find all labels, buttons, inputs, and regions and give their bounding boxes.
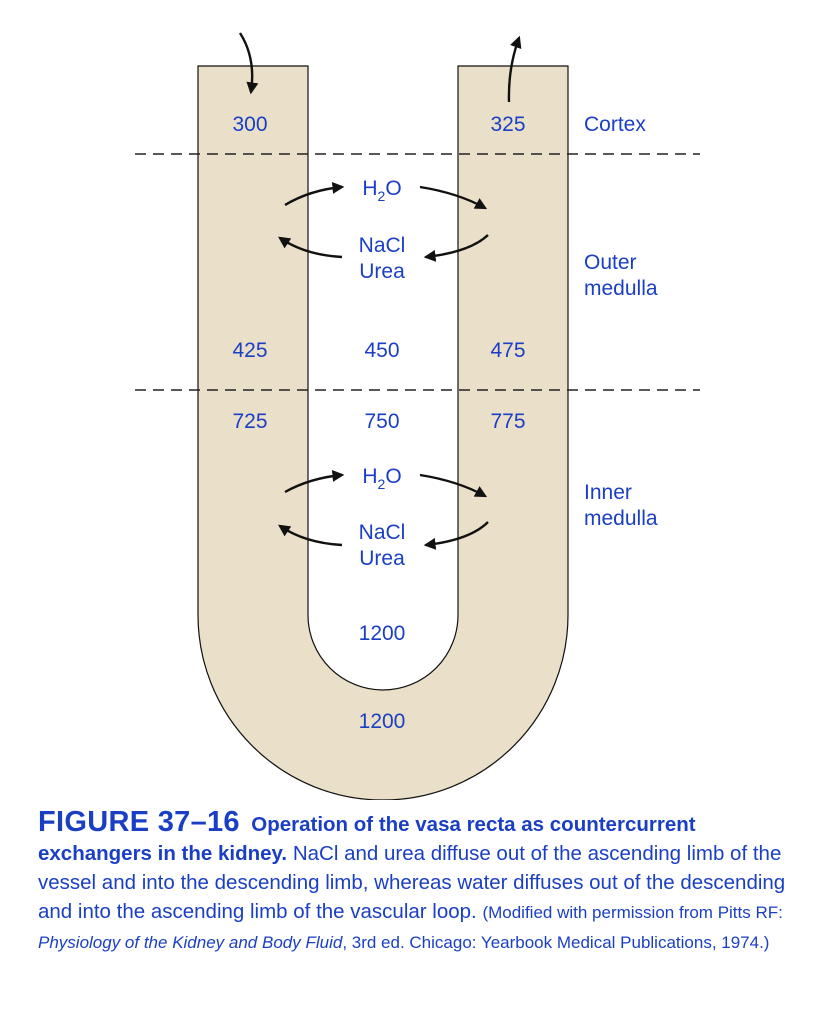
inner-nacl-label: NaCl: [359, 521, 406, 544]
inner-descending-value: 725: [232, 410, 267, 433]
outer-solute-arrow-in: [278, 236, 343, 259]
inner-water-arrow-in: [284, 469, 345, 494]
inner-urea-label: Urea: [359, 547, 405, 570]
credit-end: , 3rd ed. Chicago: Yearbook Medical Publ…: [342, 933, 770, 952]
inner-medulla-label-line2: medulla: [584, 507, 658, 530]
inner-ascending-value: 775: [490, 410, 525, 433]
inner-solute-arrow-out: [423, 521, 489, 550]
outer-water-arrow-out: [419, 185, 488, 210]
outer-medulla-label-line2: medulla: [584, 277, 658, 300]
credit-source-title: Physiology of the Kidney and Body Fluid: [38, 933, 343, 952]
outer-solute-arrow-out: [423, 234, 489, 262]
inner-water-arrow-out: [419, 473, 488, 498]
outer-descending-value: 425: [232, 339, 267, 362]
outer-nacl-label: NaCl: [359, 234, 406, 257]
figure-description: NaCl and urea diffuse out of the ascendi…: [38, 842, 786, 923]
vessel-bottom-value: 1200: [359, 710, 406, 733]
outflow-arrow: [507, 35, 522, 103]
lumen-bottom-value: 1200: [359, 622, 406, 645]
cortex-ascending-value: 325: [490, 113, 525, 136]
cortex-zone-label: Cortex: [584, 113, 646, 136]
inner-interstitium-value: 750: [364, 410, 399, 433]
outer-water-arrow-in: [284, 181, 345, 207]
figure-caption: FIGURE 37–16 Operation of the vasa recta…: [38, 808, 808, 957]
figure-title: Operation of the vasa recta as countercu…: [38, 813, 696, 865]
figure-credit: (Modified with permission from Pitts RF:…: [38, 903, 783, 952]
outer-water-label: H2O: [362, 177, 401, 204]
outer-interstitium-value: 450: [364, 339, 399, 362]
inner-water-label: H2O: [362, 465, 401, 492]
vasa-recta-diagram: 300 325 425 450 475 725 750 775 1200 120…: [135, 32, 700, 800]
figure-number: FIGURE 37–16: [38, 806, 240, 838]
outer-medulla-label-line1: Outer: [584, 251, 637, 274]
inflow-arrow: [238, 32, 259, 95]
outer-ascending-value: 475: [490, 339, 525, 362]
credit-start: (Modified with permission from Pitts RF:: [482, 903, 783, 922]
cortex-descending-value: 300: [232, 113, 267, 136]
inner-medulla-label-line1: Inner: [584, 481, 632, 504]
vasa-recta-vessel: [197, 65, 569, 800]
outer-urea-label: Urea: [359, 260, 405, 283]
inner-solute-arrow-in: [278, 524, 343, 547]
